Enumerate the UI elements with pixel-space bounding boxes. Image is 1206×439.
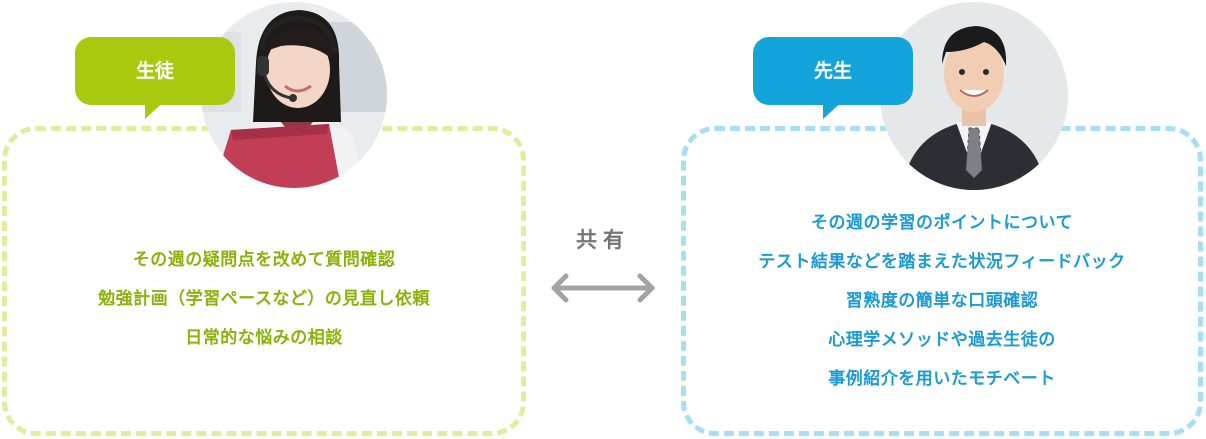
teacher-photo (880, 2, 1068, 190)
teacher-item: その週の学習のポイントについて (811, 213, 1073, 233)
teacher-item: 習熟度の簡単な口頭確認 (845, 291, 1039, 311)
student-label-bubble: 生徒 (75, 37, 235, 119)
student-item: 勉強計画（学習ペースなど）の見直し依頼 (98, 289, 430, 309)
teacher-label: 先生 (813, 60, 852, 82)
student-item: その週の疑問点を改めて質問確認 (132, 250, 396, 270)
teacher-label-bubble: 先生 (753, 37, 913, 119)
teacher-item: 事例紹介を用いたモチベート (828, 369, 1056, 389)
teacher-item: 心理学メソッドや過去生徒の (828, 330, 1056, 350)
teacher-items: その週の学習のポイントについて テスト結果などを踏まえた状況フィードバック 習熟… (686, 204, 1198, 399)
student-label: 生徒 (135, 60, 174, 82)
teacher-item: テスト結果などを踏まえた状況フィードバック (758, 252, 1126, 272)
student-item: 日常的な悩みの相談 (185, 328, 343, 348)
double-arrow-icon (551, 273, 655, 303)
student-items: その週の疑問点を改めて質問確認 勉強計画（学習ペースなど）の見直し依頼 日常的な… (7, 241, 521, 358)
bubble-tail (823, 99, 845, 119)
teacher-avatar (880, 2, 1068, 190)
share-label: 共有 (576, 228, 630, 252)
bubble-tail (145, 99, 167, 119)
